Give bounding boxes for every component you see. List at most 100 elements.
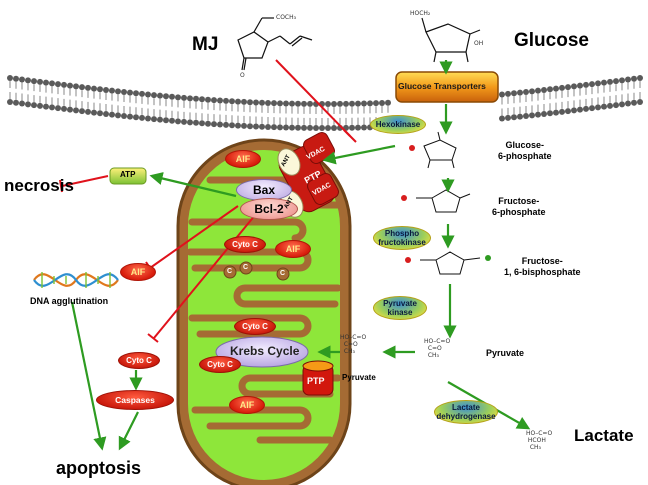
ptp-complex	[277, 132, 339, 218]
lipid-head	[193, 95, 199, 102]
lipid-head	[121, 88, 127, 95]
lipid-head	[49, 80, 55, 87]
lipid-head	[139, 90, 145, 97]
lipid-head	[301, 100, 307, 107]
lipid-head	[283, 100, 289, 107]
lipid-head	[541, 110, 547, 117]
lactate-structure: HO–C=O HCOH CH₃	[526, 430, 553, 451]
lipid-head	[139, 114, 145, 121]
lipid-head	[235, 98, 241, 105]
lipid-head	[145, 115, 151, 122]
lipid-head	[169, 117, 175, 124]
glucose-6-phosphate-label: Glucose- 6-phosphate	[498, 140, 552, 161]
cyto-c-mito-top: Cyto C	[224, 236, 266, 253]
lipid-head	[109, 87, 115, 94]
lipid-head	[565, 108, 571, 115]
lipid-head	[553, 109, 559, 116]
glucose-oh-text: OH	[474, 40, 484, 47]
lipid-head	[379, 99, 385, 106]
lipid-head	[601, 79, 607, 86]
lipid-head	[199, 96, 205, 103]
lipid-head	[511, 90, 517, 97]
lipid-head	[187, 119, 193, 126]
mj-o-text: O	[240, 72, 245, 79]
lipid-head	[535, 111, 541, 118]
lipid-head	[325, 100, 331, 107]
lipid-head	[523, 112, 529, 119]
lipid-head	[361, 100, 367, 107]
c-label-2: C	[243, 264, 249, 271]
lipid-head	[49, 104, 55, 111]
lipid-head	[7, 75, 13, 81]
dna-agglutination-label: DNA agglutination	[30, 296, 109, 306]
lipid-head	[331, 100, 337, 107]
lipid-head	[259, 123, 265, 130]
lipid-head	[67, 106, 73, 113]
lipid-head	[43, 79, 49, 86]
lipid-head	[595, 104, 601, 111]
lipid-head	[517, 89, 523, 96]
ptp-barrel	[302, 360, 334, 396]
lipid-head	[637, 75, 643, 81]
aif-mito-mid: AIF	[275, 240, 311, 258]
pyruvate-kinase-oval: Pyruvate kinase	[373, 296, 427, 320]
aif-mito-bottom: AIF	[229, 396, 265, 414]
lipid-head	[331, 124, 337, 131]
lipid-head	[85, 84, 91, 91]
lipid-head	[115, 88, 121, 95]
lipid-head	[307, 100, 313, 107]
lipid-head	[385, 99, 391, 106]
lipid-head	[181, 94, 187, 101]
pyruvate-structure-mito: HO–C=O C=O CH₃	[340, 334, 367, 355]
lipid-head	[193, 119, 199, 126]
lipid-head	[109, 111, 115, 118]
lipid-head	[361, 124, 367, 131]
c-label-1: C	[227, 268, 233, 275]
lipid-head	[325, 124, 331, 131]
lipid-head	[583, 105, 589, 112]
lipid-head	[79, 108, 85, 115]
lipid-head	[163, 93, 169, 100]
lipid-head	[619, 101, 625, 108]
lipid-head	[631, 75, 637, 82]
lipid-head	[559, 108, 565, 115]
lipid-head	[199, 120, 205, 127]
lipid-head	[607, 78, 613, 85]
inhibition-arrows	[59, 59, 357, 343]
lipid-head	[13, 99, 19, 106]
lipid-head	[91, 109, 97, 116]
lipid-head	[307, 124, 313, 131]
lipid-head	[157, 92, 163, 99]
mj-label: MJ	[192, 34, 219, 55]
pyruvate-label: Pyruvate	[486, 348, 525, 358]
lipid-head	[499, 91, 505, 98]
lipid-head	[541, 86, 547, 93]
lipid-head	[355, 100, 361, 107]
lactate-dehydrogenase-oval: Lactate dehydrogenase	[434, 400, 498, 424]
lipid-head	[79, 84, 85, 91]
lipid-head	[625, 100, 631, 107]
lipid-head	[499, 115, 505, 122]
lipid-head	[613, 78, 619, 85]
lipid-head	[55, 81, 61, 88]
lipid-head	[289, 124, 295, 131]
lipid-head	[565, 84, 571, 91]
pyruvate-structure: HO–C=O C=O CH₃	[424, 338, 451, 359]
bcl2-oval: Bcl-2	[240, 198, 298, 220]
lipid-head	[259, 99, 265, 106]
lipid-head	[211, 121, 217, 128]
lipid-head	[313, 124, 319, 131]
lipid-head	[553, 85, 559, 92]
glucose-transporters-label: Glucose Transporters	[398, 81, 486, 91]
atp-label: ATP	[120, 170, 136, 179]
fructose-6-phosphate-molecule	[416, 189, 471, 213]
lipid-head	[211, 97, 217, 104]
lipid-head	[229, 122, 235, 129]
lipid-head	[265, 123, 271, 130]
lipid-head	[253, 123, 259, 130]
atp-pill	[109, 167, 147, 185]
lipid-head	[283, 124, 289, 131]
lipid-head	[373, 100, 379, 107]
fructose-16-bisphosphate-label: Fructose- 1, 6-bisphosphate	[504, 256, 581, 277]
lipid-head	[205, 96, 211, 103]
